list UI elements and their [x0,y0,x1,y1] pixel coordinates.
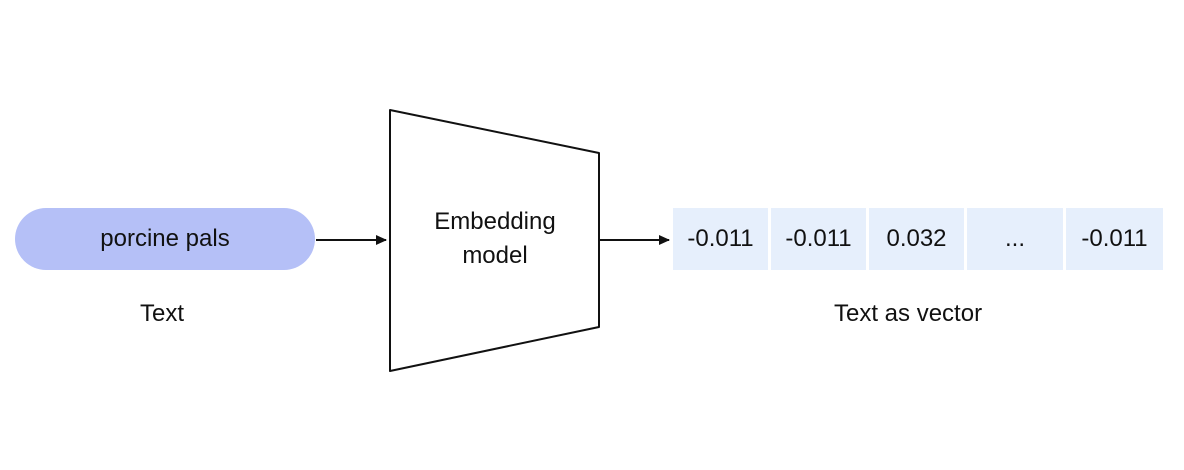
vector-cell: 0.032 [869,208,964,270]
output-vector: -0.011 -0.011 0.032 ... -0.011 [673,208,1163,270]
input-text-pill: porcine pals [15,208,315,270]
embedding-model-trapezoid [389,109,600,372]
input-text: porcine pals [100,225,230,252]
vector-cell: -0.011 [1066,208,1163,270]
vector-cell: ... [967,208,1063,270]
input-caption: Text [140,300,185,327]
model-label-line1: Embedding [434,208,556,235]
output-caption: Text as vector [834,300,983,327]
model-label-line2: model [462,242,528,269]
embedding-model-label: Embedding model [390,205,600,273]
vector-cell: -0.011 [673,208,768,270]
vector-cell: -0.011 [771,208,866,270]
